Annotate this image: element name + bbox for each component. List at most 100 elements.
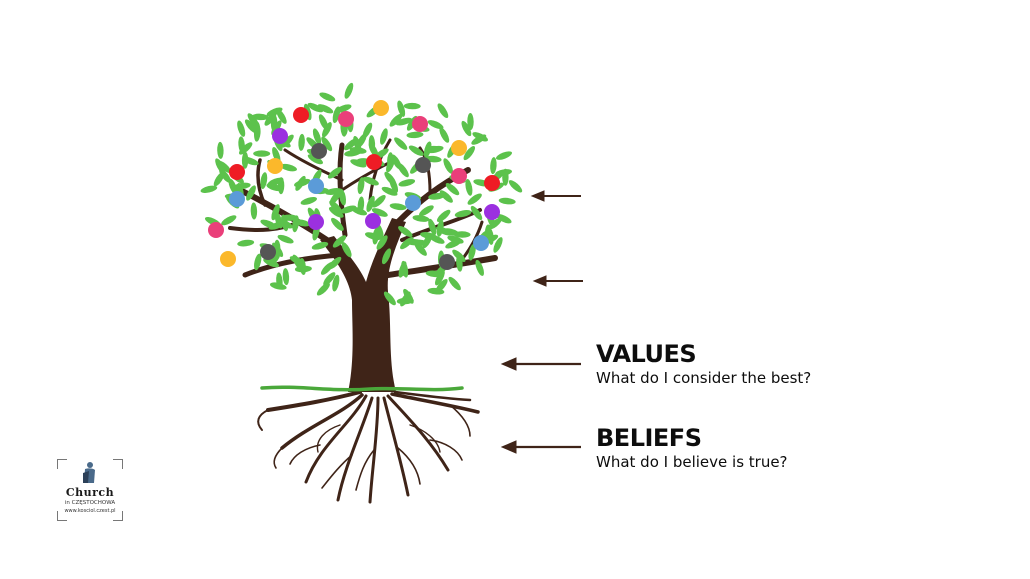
beliefs-subtitle: What do I believe is true? [596, 453, 788, 471]
leaf [400, 237, 414, 250]
fruit [484, 175, 500, 191]
leaf [254, 253, 262, 271]
logo-city: in CZĘSTOCHOWA [64, 500, 116, 506]
leaf [419, 205, 434, 217]
leaf [420, 232, 437, 240]
fruit [293, 107, 309, 123]
leaf [428, 218, 437, 236]
leaf [316, 282, 330, 296]
leaf [277, 219, 293, 229]
leaf [280, 163, 297, 172]
leaf [366, 195, 375, 212]
leaf [490, 157, 497, 175]
leaf [328, 256, 342, 270]
fruit [272, 128, 288, 144]
fruit [308, 178, 324, 194]
leaf [341, 242, 352, 258]
leaf [323, 272, 336, 286]
leaf [362, 122, 373, 139]
leaf [380, 128, 388, 145]
leaf [448, 276, 461, 291]
values-subtitle: What do I consider the best? [596, 369, 812, 387]
church-figure-icon [83, 462, 95, 483]
beliefs-title: BELIEFS [596, 424, 702, 452]
leaf [498, 197, 516, 205]
leaf [237, 120, 246, 137]
leaf [447, 235, 464, 244]
ground-line [260, 385, 464, 392]
leaf [331, 217, 344, 231]
fruit [229, 191, 245, 207]
leaf [238, 136, 245, 154]
leaf [292, 215, 299, 233]
fruit [260, 244, 276, 260]
leaf [381, 186, 398, 196]
leaf [317, 104, 334, 114]
leaf [362, 176, 379, 186]
leaf [269, 282, 287, 290]
leaf [270, 114, 278, 132]
leaf [318, 114, 329, 130]
tree-trunk [320, 218, 406, 392]
leaf [389, 113, 403, 127]
leaf [307, 154, 323, 165]
leaf [349, 147, 367, 154]
leaf [294, 265, 312, 273]
leaf [428, 192, 446, 200]
leaf [307, 102, 324, 113]
leaf [436, 219, 444, 237]
leaf [467, 193, 482, 205]
leaf [475, 259, 484, 276]
leaf [237, 239, 255, 247]
fruit [451, 140, 467, 156]
leaf [472, 132, 488, 142]
leaf [383, 291, 396, 306]
leaf [372, 227, 380, 245]
leaf [381, 248, 392, 265]
leaf [321, 136, 333, 152]
logo-url: www.kosciol.czest.pl [64, 508, 116, 514]
leaf [408, 145, 424, 156]
leaf [400, 291, 411, 307]
leaf [340, 205, 357, 214]
leaf [493, 237, 503, 253]
leaf [453, 231, 471, 238]
values-title: VALUES [596, 340, 697, 368]
leaf [465, 179, 473, 196]
leaf [461, 120, 472, 137]
leaf [508, 180, 523, 193]
leaf [445, 183, 460, 196]
leaf [443, 158, 453, 174]
arrow-left-icon [532, 275, 583, 287]
leaf [260, 219, 277, 229]
leaf [263, 258, 279, 268]
leaf [344, 82, 354, 99]
leaf [387, 152, 394, 170]
leaf [376, 235, 388, 250]
leaf [439, 190, 453, 203]
values-label: VALUES What do I consider the best? [596, 340, 811, 388]
leaf [468, 243, 476, 261]
leaf [241, 151, 249, 169]
fruit [229, 164, 245, 180]
leaf [294, 178, 311, 187]
church-logo: Church in CZĘSTOCHOWA www.kosciol.czest.… [57, 459, 123, 521]
leaf [266, 107, 283, 117]
leaf [332, 274, 340, 292]
fruit [405, 195, 421, 211]
leaf [277, 234, 294, 244]
leaf [502, 168, 509, 186]
leaf [372, 195, 386, 208]
leaf [319, 92, 336, 102]
fruit [473, 235, 489, 251]
leaf [246, 185, 256, 201]
leaf [292, 254, 303, 270]
leaf [332, 235, 347, 248]
leaf [300, 196, 317, 205]
logo-name: Church [65, 486, 115, 499]
leaf [260, 172, 268, 190]
leaf [357, 196, 365, 214]
fruit [415, 157, 431, 173]
leaf [200, 185, 218, 193]
leaf [412, 215, 430, 222]
